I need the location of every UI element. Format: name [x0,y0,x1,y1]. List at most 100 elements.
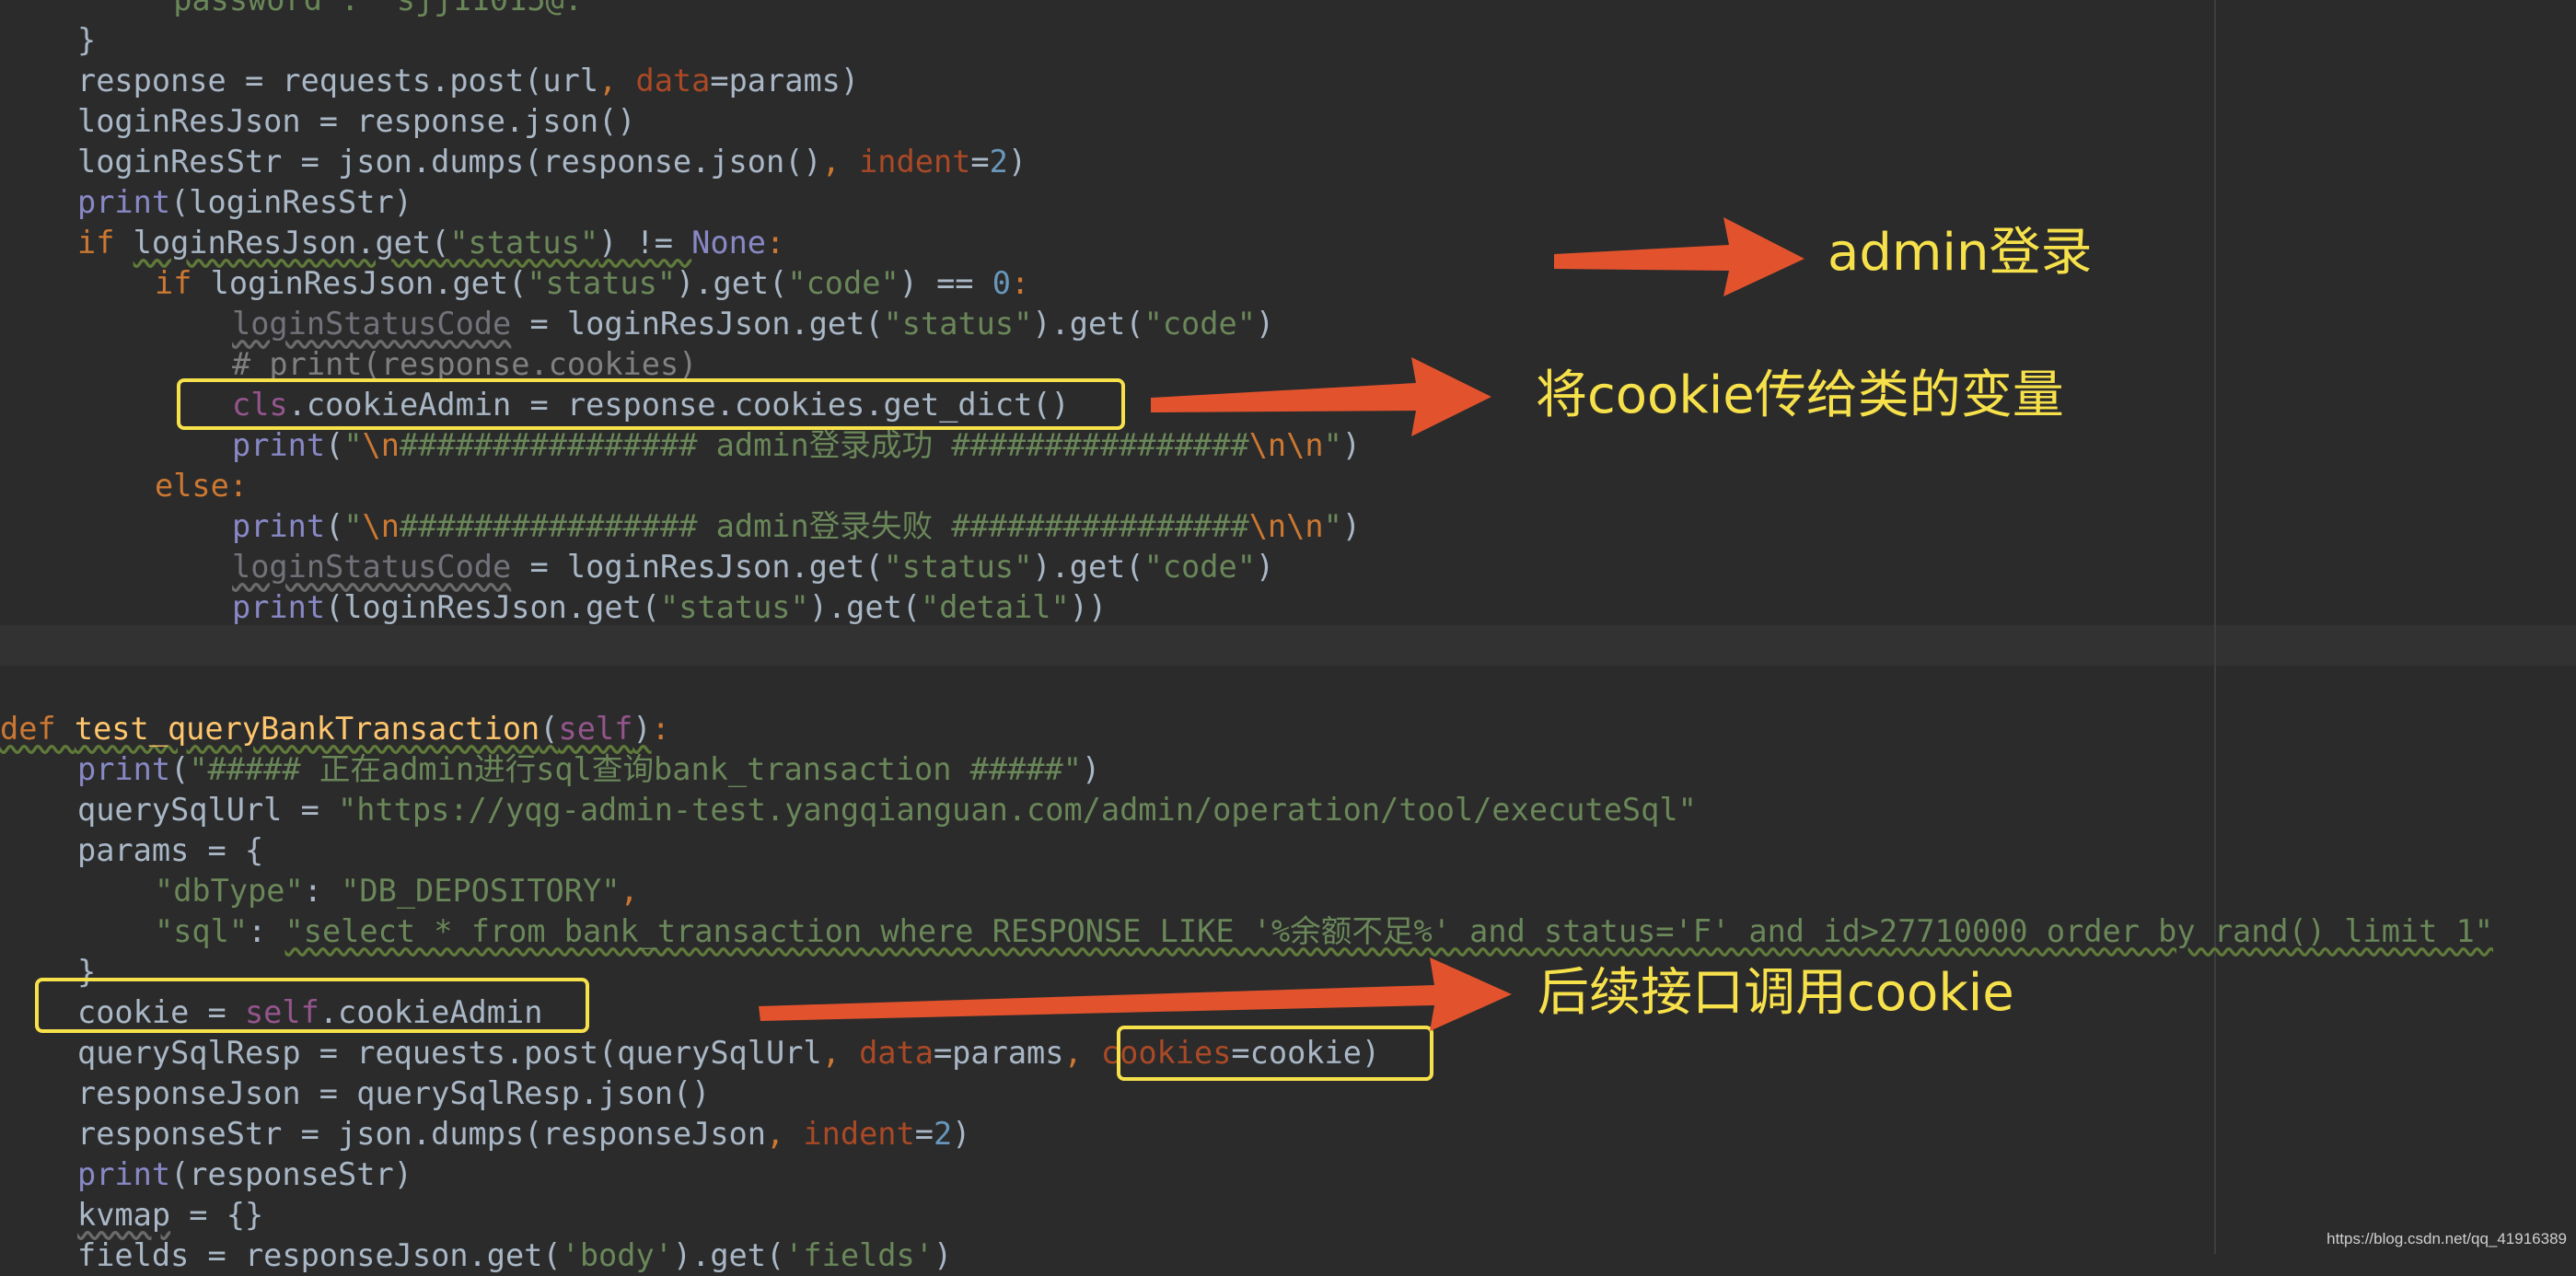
highlight-box-cookie-assign [35,978,589,1033]
code-token: : [248,913,285,949]
code-line[interactable]: def test_queryBankTransaction(self): [0,709,670,749]
code-token: "##### 正在admin进行sql查询bank_transaction ##… [189,751,1082,787]
code-line[interactable]: loginResStr = json.dumps(response.json()… [77,142,1027,182]
code-token: data [859,1035,934,1071]
code-token: indent [859,144,971,180]
code-line[interactable]: kvmap = {} [77,1195,263,1235]
code-line[interactable]: else: [155,466,248,506]
code-token: ( [540,711,559,747]
code-token: " [1323,508,1342,544]
code-line[interactable]: print("##### 正在admin进行sql查询bank_transact… [77,749,1100,790]
code-token: ).get( [808,589,922,625]
code-line[interactable]: "password": "sjj11015@." [155,0,601,20]
code-line[interactable]: print("\n################ admin登录失败 ####… [232,506,1361,547]
code-token: "status" [883,549,1033,585]
code-token: "status" [449,225,599,261]
code-line[interactable]: print("\n################ admin登录成功 ####… [232,425,1361,466]
code-line[interactable]: response = requests.post(url, data=param… [77,61,859,101]
code-token: response = requests.post(url [77,63,599,99]
code-token: responseJson = querySqlResp.json() [77,1075,711,1111]
code-token: loginResJson.get( [210,265,528,301]
highlight-box-cls-cookie [177,378,1125,430]
code-line[interactable]: } [77,20,96,61]
code-token: " [343,508,363,544]
code-token: # print(response.cookies) [232,346,698,382]
code-token: : [651,711,670,747]
code-token: cookie = [77,994,245,1030]
code-token: responseStr = json.dumps(responseJson [77,1116,766,1152]
code-token: \n [362,508,400,544]
code-token: : [766,225,785,261]
highlight-box-cookies-param [1117,1026,1433,1081]
code-token: : [228,468,249,504]
code-line[interactable]: loginStatusCode = loginResJson.get("stat… [232,547,1274,587]
code-token: self [244,994,319,1030]
code-token: \n\n [1248,427,1324,463]
code-token: print [77,184,171,220]
code-line[interactable]: print(loginResJson.get("status").get("de… [232,587,1107,628]
code-line[interactable]: cookie = self.cookieAdmin [77,992,542,1033]
code-line[interactable]: responseStr = json.dumps(responseJson, i… [77,1114,970,1154]
code-token: ) [1081,751,1101,787]
code-token: " [1323,427,1342,463]
code-line[interactable]: print(responseStr) [77,1154,412,1195]
code-token: kvmap [77,1197,171,1233]
code-line[interactable]: loginResJson = response.json() [77,101,635,142]
code-token: , [821,144,860,180]
code-token: (responseStr) [170,1156,412,1192]
code-token: =params) [710,63,860,99]
code-line[interactable]: loginStatusCode = loginResJson.get("stat… [232,304,1274,344]
code-token: params = { [77,832,264,868]
code-token: print [77,1156,171,1192]
code-token: , [620,873,639,909]
code-token: ) [1341,427,1362,463]
code-token: .cookieAdmin = response.cookies.get_dict… [287,387,1070,423]
watermark: https://blog.csdn.net/qq_41916389 [2327,1230,2567,1247]
code-token: test_queryBankTransaction [74,711,540,747]
code-token: "status" [883,306,1033,342]
right-margin-guide [2214,0,2216,1254]
code-token: loginResJson.get( [133,225,450,261]
code-token: ) [1255,306,1275,342]
current-line-band [0,625,2576,666]
code-token: "code" [1143,306,1256,342]
code-line[interactable]: cls.cookieAdmin = response.cookies.get_d… [232,385,1070,425]
code-line[interactable]: if loginResJson.get("status") != None: [77,223,784,263]
code-token: "DB_DEPOSITORY" [341,873,621,909]
annotation-admin-login: admin登录 [1828,223,2093,283]
code-token: loginResStr = json.dumps(response.json() [77,144,822,180]
code-line[interactable]: querySqlResp = requests.post(querySqlUrl… [77,1033,1380,1073]
code-token: =cookie) [1231,1035,1381,1071]
code-token: )) [1069,589,1108,625]
code-token: } [77,22,97,58]
code-token: ).get( [1032,306,1144,342]
code-line[interactable]: "sql": "select * from bank_transaction w… [155,911,2493,952]
code-token: "password": "sjj11015@." [155,0,601,17]
code-line[interactable]: params = { [77,830,263,871]
code-token: print [232,427,326,463]
code-line[interactable]: # print(response.cookies) [232,344,697,385]
code-line[interactable]: "dbType": "DB_DEPOSITORY", [155,871,639,911]
code-line[interactable]: if loginResJson.get("status").get("code"… [155,263,1029,304]
code-token: None [691,225,767,261]
code-token: ) != [598,225,692,261]
code-token: (loginResStr) [170,184,412,220]
code-token: if [77,225,133,261]
code-line[interactable]: print(loginResStr) [77,182,412,223]
code-line[interactable]: responseJson = querySqlResp.json() [77,1073,710,1114]
arrow-admin-login [1554,217,1804,296]
code-token: indent [803,1116,915,1152]
code-token: "code" [1143,549,1256,585]
code-line[interactable]: querySqlUrl = "https://yqg-admin-test.ya… [77,790,1697,830]
code-token: "sql" [155,913,249,949]
code-token: self [558,711,633,747]
code-token: .cookieAdmin [319,994,543,1030]
code-token: ( [170,751,190,787]
annotation-reuse-cookie: 后续接口调用cookie [1537,963,2014,1023]
code-token: \n\n [1248,508,1324,544]
code-token: = loginResJson.get( [511,306,884,342]
code-token: ################ admin登录成功 #############… [399,427,1249,463]
code-token: ( [325,427,344,463]
